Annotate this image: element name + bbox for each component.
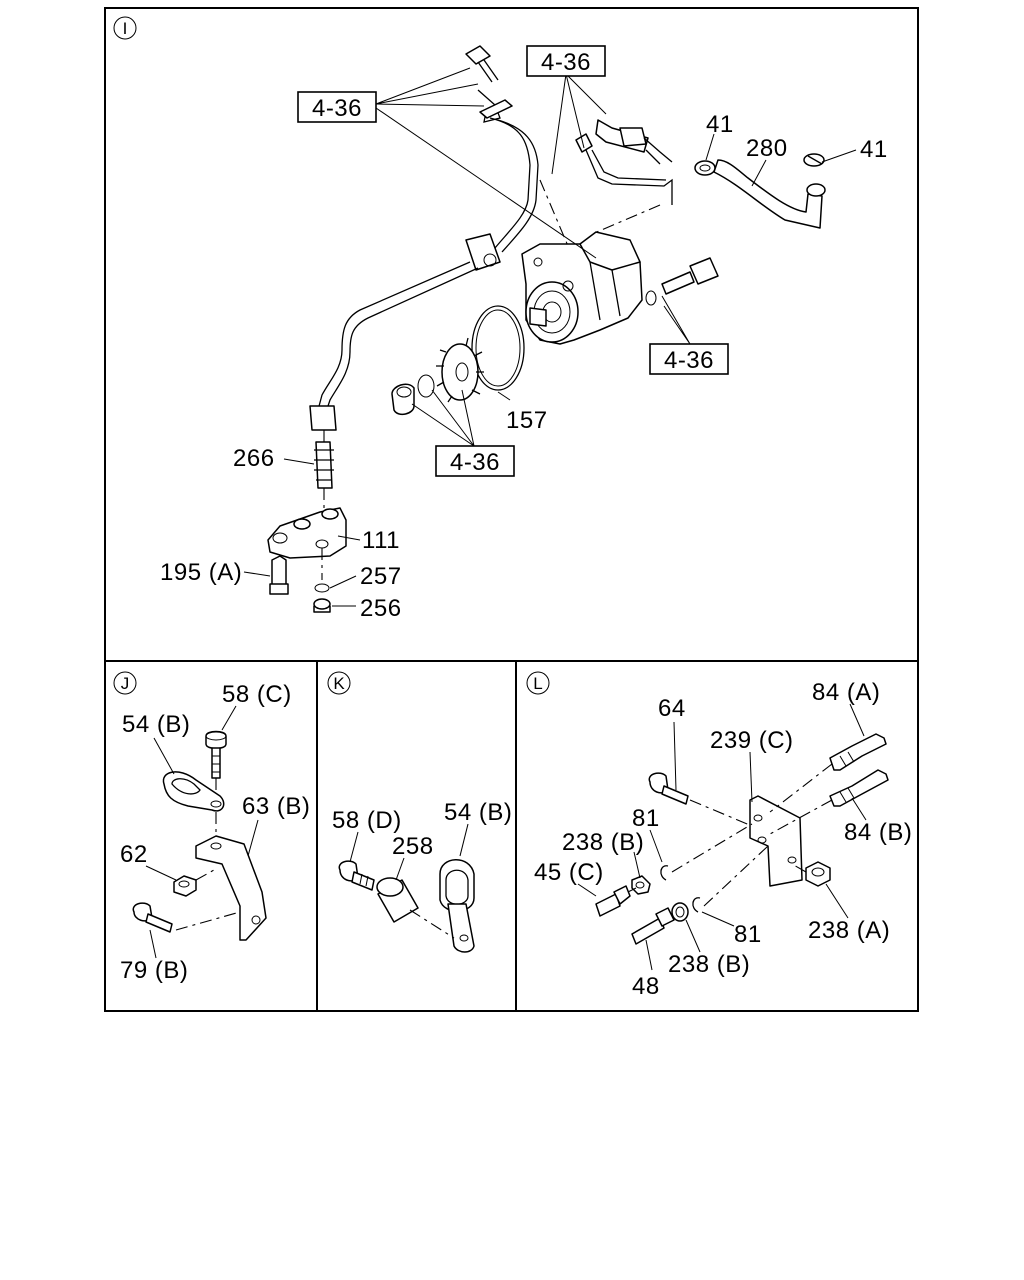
part-label-84b: 84 (B) xyxy=(844,819,912,846)
ref-box-4-36-left: 4-36 xyxy=(297,91,377,123)
diagram-frame xyxy=(104,7,919,1012)
part-label-111: 111 xyxy=(362,527,400,554)
svg-text:I: I xyxy=(123,19,128,38)
part-label-238b-upper: 238 (B) xyxy=(562,829,644,856)
part-label-64: 64 xyxy=(658,695,686,722)
part-label-54b-k: 54 (B) xyxy=(444,799,512,826)
part-label-58c: 58 (C) xyxy=(222,681,292,708)
part-label-54b-j: 54 (B) xyxy=(122,711,190,738)
part-label-62: 62 xyxy=(120,841,148,868)
part-label-81-upper: 81 xyxy=(632,805,660,832)
section-j-drawing xyxy=(132,705,267,959)
ref-box-4-36-top: 4-36 xyxy=(526,45,606,77)
part-label-58d: 58 (D) xyxy=(332,807,402,834)
svg-text:4-36: 4-36 xyxy=(664,347,714,374)
svg-text:K: K xyxy=(333,674,345,693)
part-label-157: 157 xyxy=(506,407,548,434)
part-label-256: 256 xyxy=(360,595,402,622)
part-label-238a: 238 (A) xyxy=(808,917,890,944)
part-label-41-left: 41 xyxy=(706,111,734,138)
part-label-79b: 79 (B) xyxy=(120,957,188,984)
svg-text:L: L xyxy=(533,674,542,693)
section-l-drawing xyxy=(577,703,889,971)
part-label-239c: 239 (C) xyxy=(710,727,794,754)
part-label-238b-lower: 238 (B) xyxy=(668,951,750,978)
part-label-41-right: 41 xyxy=(860,136,888,163)
svg-text:4-36: 4-36 xyxy=(541,49,591,76)
svg-text:J: J xyxy=(121,674,130,693)
section-badge-k: K xyxy=(327,671,351,695)
section-badge-j: J xyxy=(113,671,137,695)
section-badge-l: L xyxy=(526,671,550,695)
part-label-280: 280 xyxy=(746,135,788,162)
svg-text:4-36: 4-36 xyxy=(312,95,362,122)
part-label-195a: 195 (A) xyxy=(160,559,242,586)
part-label-63b: 63 (B) xyxy=(242,793,310,820)
part-label-266: 266 xyxy=(233,445,275,472)
ref-box-4-36-bottom: 4-36 xyxy=(435,445,515,477)
ref-box-4-36-right: 4-36 xyxy=(649,343,729,375)
svg-text:4-36: 4-36 xyxy=(450,449,500,476)
part-label-48: 48 xyxy=(632,973,660,1000)
section-i-drawing xyxy=(243,45,857,613)
section-k-drawing xyxy=(338,823,475,953)
part-label-258: 258 xyxy=(392,833,434,860)
part-label-257: 257 xyxy=(360,563,402,590)
part-label-45c: 45 (C) xyxy=(534,859,604,886)
section-badge-i: I xyxy=(113,16,137,40)
part-label-84a: 84 (A) xyxy=(812,679,880,706)
gear-icon xyxy=(436,337,484,403)
part-label-81-lower: 81 xyxy=(734,921,762,948)
